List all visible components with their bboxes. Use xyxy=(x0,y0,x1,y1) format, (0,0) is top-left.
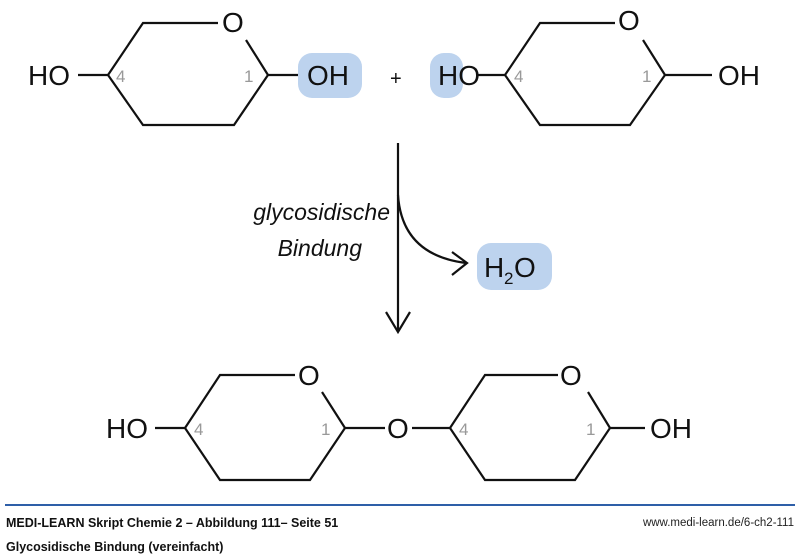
group-ho: HO xyxy=(438,60,480,91)
water-subscript: 2 xyxy=(504,269,513,288)
position-4: 4 xyxy=(194,420,203,439)
elimination-arrow xyxy=(396,194,467,265)
footer-rule xyxy=(5,504,795,506)
plus-sign: + xyxy=(390,68,402,90)
position-1: 1 xyxy=(586,420,595,439)
highlight-water xyxy=(477,243,552,290)
water-o: O xyxy=(514,252,536,283)
arrow-label-line-2: Bindung xyxy=(278,235,363,261)
position-1: 1 xyxy=(642,67,651,86)
footer-subtitle: Glycosidische Bindung (vereinfacht) xyxy=(6,540,224,554)
group-oh: OH xyxy=(718,60,760,91)
ring-oxygen: O xyxy=(560,360,582,391)
ring-2 xyxy=(503,21,667,127)
group-ho: HO xyxy=(28,60,70,91)
ring-oxygen: O xyxy=(618,5,640,36)
group-oh: OH xyxy=(650,413,692,444)
highlight-h xyxy=(430,53,463,98)
footer-url[interactable]: www.medi-learn.de/6-ch2-111 xyxy=(642,517,794,529)
position-4: 4 xyxy=(116,67,125,86)
ring-oxygen: O xyxy=(298,360,320,391)
arrowhead xyxy=(451,251,469,276)
ring-oxygen: O xyxy=(222,7,244,38)
arrow-label-line-1: glycosidische xyxy=(253,199,390,225)
group-oh: OH xyxy=(307,60,349,91)
glycosidic-oxygen: O xyxy=(387,413,409,444)
reaction-diagram: HO O 4 1 OH + HO O 4 1 OH glycosidische … xyxy=(28,5,760,482)
arrowhead xyxy=(385,311,411,335)
water-h: H xyxy=(484,252,504,283)
position-1: 1 xyxy=(244,67,253,86)
position-1: 1 xyxy=(321,420,330,439)
footer-title: MEDI-LEARN Skript Chemie 2 – Abbildung 1… xyxy=(6,516,339,530)
position-4: 4 xyxy=(459,420,468,439)
highlight-oh xyxy=(298,53,362,98)
group-ho: HO xyxy=(106,413,148,444)
position-4: 4 xyxy=(514,67,523,86)
